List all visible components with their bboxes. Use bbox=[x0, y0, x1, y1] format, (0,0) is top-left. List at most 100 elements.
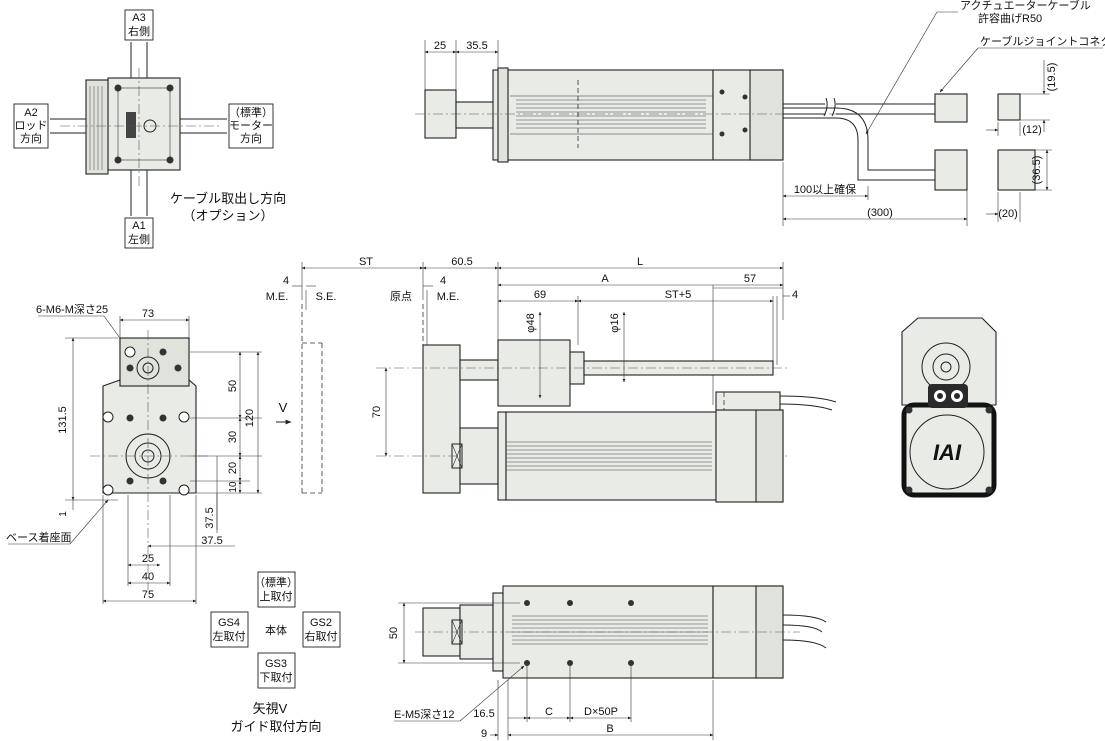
me-right: M.E. bbox=[437, 291, 460, 303]
dim-25: 25 bbox=[434, 40, 446, 52]
actuator-cable-label: アクチュエーターケーブル bbox=[960, 0, 1091, 12]
dim-L: L bbox=[637, 256, 643, 268]
joint-connector-label: ケーブルジョイントコネクター bbox=[980, 34, 1105, 48]
a1-code: A1 bbox=[132, 220, 145, 232]
dim-36-5: (36.5) bbox=[1031, 156, 1043, 185]
a3-code: A3 bbox=[132, 12, 145, 24]
end-view-top-block bbox=[901, 317, 997, 406]
cable-end-connector-2 bbox=[934, 149, 968, 191]
bend-radius-label: 許容曲げR50 bbox=[978, 11, 1042, 25]
a2-line1: ロッド bbox=[15, 120, 48, 132]
dim-A: A bbox=[601, 273, 609, 285]
dim-1: 1 bbox=[58, 511, 69, 517]
phi48-label: φ48 bbox=[525, 313, 537, 332]
se-label: S.E. bbox=[316, 291, 337, 303]
screw-icon bbox=[166, 156, 174, 164]
top-view: 25 35.5 アクチュエーターケーブル 許容曲げR50 bbox=[415, 0, 1105, 226]
dim-20-conn: (20) bbox=[998, 208, 1018, 220]
gs2-line2: 右取付 bbox=[305, 629, 338, 643]
rod-cylinder-phi48 bbox=[497, 339, 571, 407]
dim-25-front: 25 bbox=[142, 553, 154, 565]
dim-70: 70 bbox=[371, 406, 383, 418]
view-v-marker: V bbox=[276, 304, 424, 494]
tap-label: 6-M6-M深さ25 bbox=[36, 303, 108, 316]
dim-20: 20 bbox=[227, 462, 239, 474]
origin-label: 原点 bbox=[390, 290, 412, 303]
mount-top-line2: 上取付 bbox=[260, 590, 293, 603]
dim-75: 75 bbox=[142, 589, 154, 601]
dim-57: 57 bbox=[744, 273, 756, 285]
dim-9: 9 bbox=[481, 728, 487, 740]
connector-icon bbox=[928, 384, 968, 408]
actuator-body-top bbox=[492, 69, 714, 161]
dim-120: 120 bbox=[244, 409, 256, 427]
connector-icon bbox=[126, 112, 136, 138]
guide-mount-caption: ガイド取付方向 bbox=[230, 719, 321, 734]
dim-B: B bbox=[606, 723, 613, 735]
mount-top-box bbox=[257, 571, 296, 608]
cable-exit-caption: ケーブル取出し方向 bbox=[170, 191, 286, 206]
dim-4-mid: 4 bbox=[440, 275, 446, 287]
motor-direction-box bbox=[228, 103, 274, 149]
motor-line1: （標準） bbox=[229, 105, 273, 119]
rod-end-neck bbox=[459, 359, 499, 381]
a3-label: 右側 bbox=[128, 24, 150, 38]
mount-gs3-box bbox=[257, 652, 296, 689]
dim-30: 30 bbox=[227, 431, 239, 443]
v-label: V bbox=[279, 400, 288, 415]
dim-100-min: 100以上確保 bbox=[794, 182, 856, 196]
end-view: IAI bbox=[901, 317, 997, 498]
dim-300: (300) bbox=[867, 207, 893, 219]
iai-logo: IAI bbox=[933, 440, 962, 465]
option-caption: （オプション） bbox=[182, 208, 273, 223]
side-view: ST 60.5 L 4 M.E. S.E. 4 原点 M.E. A 57 69 … bbox=[266, 256, 837, 503]
gs4-line1: GS4 bbox=[218, 617, 240, 629]
dim-60-5: 60.5 bbox=[451, 256, 472, 268]
rod-cover bbox=[455, 101, 499, 129]
dim-131-5: 131.5 bbox=[57, 406, 69, 434]
screw-icon bbox=[114, 156, 122, 164]
dim-16-5: 16.5 bbox=[473, 708, 494, 720]
dim-4-right: 4 bbox=[792, 289, 798, 301]
motor-line2: モーター bbox=[229, 119, 273, 132]
mount-gs2-box bbox=[302, 611, 341, 648]
a2-code: A2 bbox=[24, 107, 37, 119]
mount-top-line1: （標準） bbox=[254, 575, 298, 589]
a2-line2: 方向 bbox=[20, 131, 42, 145]
gs4-line2: 左取付 bbox=[213, 630, 246, 643]
dim-12: (12) bbox=[1022, 124, 1042, 136]
dim-69: 69 bbox=[534, 289, 546, 301]
dim-50: 50 bbox=[227, 380, 239, 392]
a1-label: 左側 bbox=[128, 233, 150, 246]
dim-D: D×50P bbox=[584, 706, 618, 718]
mount-gs4-box bbox=[210, 611, 249, 648]
screw-icon bbox=[166, 84, 174, 92]
dim-st-plus-5: ST+5 bbox=[665, 289, 692, 301]
motor-body-side bbox=[505, 411, 717, 501]
phi16-label: φ16 bbox=[609, 313, 621, 332]
cable-gland bbox=[715, 391, 781, 411]
dim-37-5-v: 37.5 bbox=[204, 507, 216, 528]
gs3-line1: GS3 bbox=[265, 658, 287, 670]
dim-19-5: (19.5) bbox=[1046, 63, 1058, 92]
motor-end-coupling bbox=[459, 427, 499, 485]
base-seating-label: ベース着座面 bbox=[6, 530, 71, 544]
a1-box bbox=[124, 217, 154, 249]
bottom-view: 50 E-M5深さ12 16.5 C D×50P 9 B bbox=[388, 585, 827, 740]
mount-direction-table: （標準） 上取付 GS4 左取付 本体 GS2 右取付 GS3 下取付 矢視V … bbox=[210, 571, 341, 734]
cable-exit-direction-view: A3 右側 A1 左側 A2 ロッド 方向 （標準） モーター 方向 bbox=[13, 9, 286, 249]
dim-40: 40 bbox=[142, 571, 154, 583]
front-view: 6-M6-M深さ25 73 131.5 1 bbox=[6, 303, 262, 604]
connector-detail-large bbox=[997, 149, 1036, 191]
a3-box bbox=[124, 9, 154, 41]
cable-end-connector-1 bbox=[934, 93, 968, 123]
dim-C: C bbox=[545, 706, 553, 718]
view-v-caption: 矢視V bbox=[253, 701, 288, 716]
dim-4-left: 4 bbox=[283, 275, 289, 287]
motor-end-cap bbox=[909, 414, 985, 490]
dim-73: 73 bbox=[142, 308, 154, 320]
tap-e-label: E-M5深さ12 bbox=[394, 708, 455, 721]
connector-detail-small bbox=[997, 93, 1021, 121]
gs2-line1: GS2 bbox=[310, 617, 332, 629]
